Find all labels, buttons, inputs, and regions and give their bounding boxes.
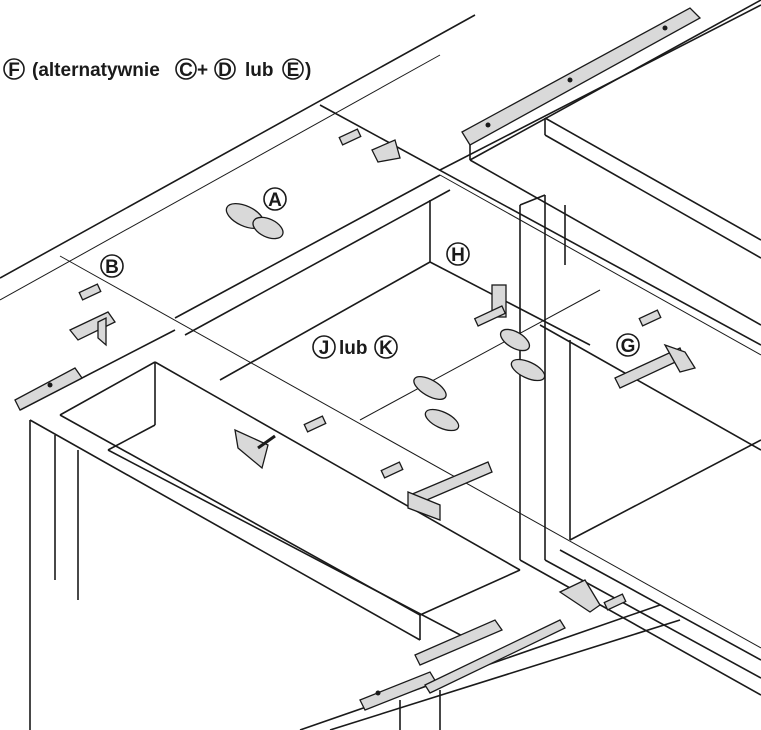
corner-bracket xyxy=(234,428,269,470)
hardware xyxy=(68,128,697,613)
middle-frame xyxy=(219,200,761,696)
rails xyxy=(14,25,668,711)
label-b: B xyxy=(105,257,119,278)
caption-c: C xyxy=(179,60,193,81)
dowel-mid xyxy=(303,415,327,433)
dowel-b xyxy=(78,283,102,301)
left-box xyxy=(29,361,681,730)
label-a: A xyxy=(268,190,282,211)
plate-k1 xyxy=(413,375,447,401)
caption-e: E xyxy=(287,60,300,81)
caption-d: D xyxy=(218,60,232,81)
callouts: A B H J lub K G xyxy=(100,187,640,359)
bolt-h xyxy=(473,305,507,327)
caption-lub: lub xyxy=(245,60,274,81)
dowel xyxy=(338,128,362,146)
dowel-bottom xyxy=(603,593,627,611)
label-g: G xyxy=(621,336,636,357)
label-j: J xyxy=(319,338,330,359)
bracket-g2 xyxy=(663,343,697,373)
caption-close: ) xyxy=(305,60,311,81)
plate-j2 xyxy=(510,358,546,382)
plate-j1 xyxy=(499,328,531,352)
bracket-b2 xyxy=(97,316,107,347)
bracket xyxy=(371,139,401,163)
tabletop xyxy=(0,14,761,649)
caption-text: (alternatywnie xyxy=(32,60,160,81)
dowel-mid2 xyxy=(380,461,404,479)
corner-bracket-bottom xyxy=(558,579,601,613)
caption-plus: + xyxy=(197,60,208,81)
label-lub: lub xyxy=(339,338,368,359)
label-h: H xyxy=(451,245,465,266)
label-k: K xyxy=(379,338,393,359)
caption: F (alternatywnie C + D lub E ) xyxy=(3,58,311,81)
caption-f: F xyxy=(8,60,20,81)
connector-plate-a2 xyxy=(252,216,284,240)
bracket-plate2 xyxy=(407,491,441,521)
rail-top-right xyxy=(439,0,761,560)
plate-k2 xyxy=(424,408,460,432)
dowel-g xyxy=(638,309,662,327)
bracket-b xyxy=(68,311,116,341)
